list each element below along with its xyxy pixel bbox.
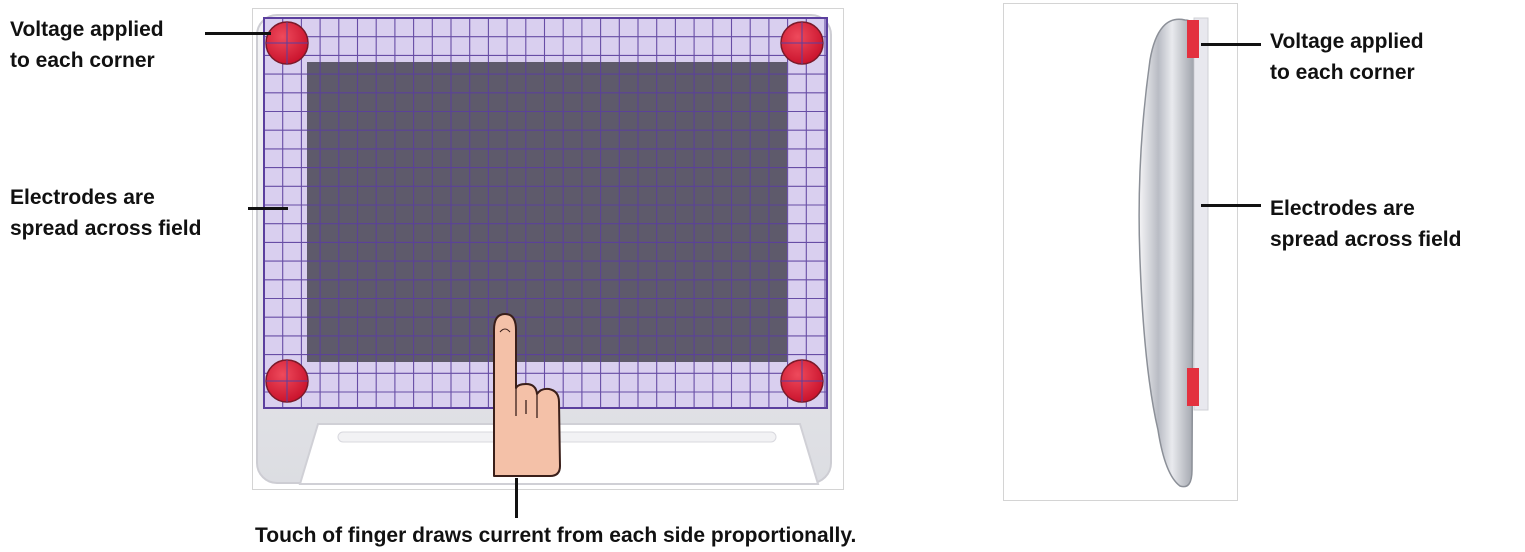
side-profile (1139, 18, 1208, 487)
side-electrode-top (1187, 20, 1199, 58)
label-electrodes-front: Electrodes are spread across field (10, 182, 201, 244)
leader-voltage-front (205, 32, 271, 35)
leader-electrodes-side (1201, 204, 1261, 207)
corner-electrode-bottom-left (266, 360, 308, 402)
leader-voltage-side (1201, 43, 1261, 46)
leader-caption (515, 478, 518, 518)
figure-caption: Touch of finger draws current from each … (255, 523, 856, 549)
side-electrode-bottom (1187, 368, 1199, 406)
label-voltage-front: Voltage applied to each corner (10, 14, 164, 76)
label-voltage-side: Voltage applied to each corner (1270, 26, 1424, 88)
corner-electrode-top-right (781, 22, 823, 64)
corner-electrode-top-left (266, 22, 308, 64)
touch-grid (264, 18, 827, 408)
leader-electrodes-front (248, 207, 288, 210)
corner-electrode-bottom-right (781, 360, 823, 402)
label-electrodes-side: Electrodes are spread across field (1270, 193, 1461, 255)
